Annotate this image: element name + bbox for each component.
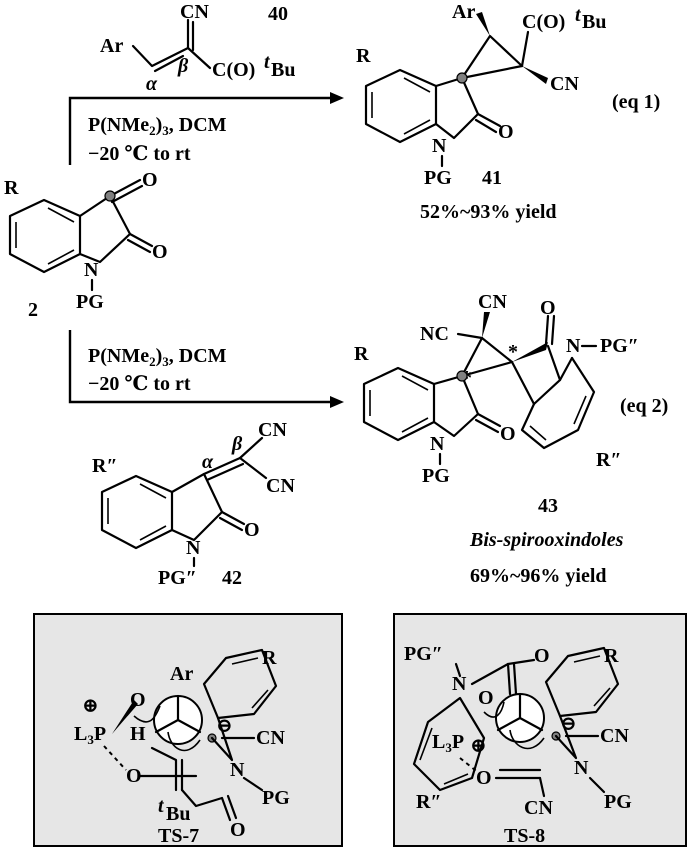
- compound-number-2: 2: [28, 299, 38, 321]
- atom-cn-43: CN: [478, 291, 507, 313]
- atom-cn1-ts8: CN: [600, 725, 629, 747]
- minus-ts7: ⊖: [216, 715, 233, 737]
- star-2: *: [508, 341, 518, 363]
- atom-r-41: R: [356, 45, 371, 67]
- atom-cn: CN: [180, 1, 209, 23]
- atom-ar-41: Ar: [452, 1, 475, 23]
- arrow-eq2: P(NMe2)3, DCM −20 ℃ to rt: [68, 330, 344, 408]
- label-beta-42: β: [231, 433, 243, 455]
- bis-spirooxindoles-label: Bis-spirooxindoles: [469, 529, 624, 551]
- compound-number-40: 40: [268, 3, 288, 25]
- label-alpha: α: [146, 73, 158, 95]
- atom-o-ts8: O: [534, 645, 550, 667]
- atom-l3p-ts7: L3P: [74, 723, 106, 747]
- atom-cn1-42: CN: [258, 419, 287, 441]
- atom-r1-43: R: [354, 343, 369, 365]
- atom-n-42: N: [186, 537, 201, 559]
- ts7-label: TS-7: [158, 825, 199, 847]
- atom-c-o-41: C(O): [522, 11, 565, 33]
- conditions-1: P(NMe2)3, DCM: [88, 114, 227, 138]
- atom-t-ts7: t: [158, 795, 165, 817]
- compound-2: O O N PG R 2: [4, 169, 168, 321]
- atom-cn-41: CN: [550, 73, 579, 95]
- atom-r2-43: R″: [596, 449, 622, 471]
- label-alpha-42: α: [202, 451, 214, 473]
- atom-o3-ts8: O: [476, 767, 492, 789]
- atom-r-ts7: R: [262, 647, 277, 669]
- atom-o2-ts8: O: [478, 687, 494, 709]
- atom-r-42: R″: [92, 455, 118, 477]
- plus-ts7: ⊕: [82, 695, 99, 717]
- atom-bu: Bu: [271, 59, 295, 81]
- conditions-2: P(NMe2)3, DCM: [88, 345, 227, 369]
- atom-o2-43: O: [540, 297, 556, 319]
- atom-o-41: O: [498, 121, 514, 143]
- atom-r-ts8: R: [604, 645, 619, 667]
- atom-o3-ts7: O: [126, 765, 142, 787]
- atom-cn-ts7: CN: [256, 727, 285, 749]
- eq1-label: (eq 1): [612, 91, 660, 113]
- atom-rpp-ts8: R″: [416, 791, 442, 813]
- temperature-2: −20 ℃ to rt: [88, 373, 191, 395]
- atom-pg-ts8: PG″: [404, 643, 443, 665]
- atom-o4-ts7: O: [230, 819, 246, 841]
- atom-o2-2: O: [152, 241, 168, 263]
- compound-40: Ar CN C(O) t Bu α β 40: [100, 1, 295, 95]
- compound-number-43: 43: [538, 495, 558, 517]
- atom-o1-43: O: [500, 423, 516, 445]
- atom-n1-43: N: [430, 433, 445, 455]
- atom-cn2-ts8: CN: [524, 797, 553, 819]
- compound-number-42: 42: [222, 567, 242, 589]
- atom-pg-2: PG: [76, 291, 104, 313]
- atom-n-ts8: N: [452, 673, 467, 695]
- ts7-panel: R Ar O H L3P ⊕ O ⊖ N CN PG O t Bu TS-7: [33, 613, 343, 847]
- label-beta: β: [177, 55, 189, 77]
- atom-n2-ts8: N: [574, 757, 589, 779]
- atom-nc-43: NC: [420, 323, 449, 345]
- eq2-label: (eq 2): [620, 395, 668, 417]
- atom-n-2: N: [84, 259, 99, 281]
- compound-42: CN CN O N PG″ R″ α β 42: [92, 419, 295, 589]
- yield-43: 69%~96% yield: [470, 565, 607, 587]
- atom-r-2: R: [4, 177, 19, 199]
- atom-n-ts7: N: [230, 759, 245, 781]
- atom-pg1-43: PG: [422, 465, 450, 487]
- arrow-eq1: P(NMe2)3, DCM −20 ℃ to rt: [68, 92, 344, 165]
- atom-t: t: [264, 51, 271, 73]
- compound-41: N O PG Ar C(O) t Bu CN R 41 52%~93% yiel…: [356, 1, 606, 223]
- temperature-1: −20 ℃ to rt: [88, 143, 191, 165]
- atom-l3p-ts8: L3P: [432, 731, 464, 755]
- atom-pg2-ts8: PG: [604, 791, 632, 813]
- atom-o1-2: O: [142, 169, 158, 191]
- atom-n-41: N: [432, 135, 447, 157]
- atom-o-42: O: [244, 519, 260, 541]
- ts8-panel: R PG″ N O O L3P ⊕ O R″ ⊖ N CN CN PG TS-: [393, 613, 687, 847]
- atom-pg-ts7: PG: [262, 787, 290, 809]
- atom-cn2-42: CN: [266, 475, 295, 497]
- atom-pg2-43: PG″: [600, 335, 639, 357]
- atom-c-o: C(O): [212, 59, 255, 81]
- compound-43: N O PG R CN NC * * O N PG″ R″ 43 Bis-spi…: [354, 291, 639, 587]
- yield-41: 52%~93% yield: [420, 201, 557, 223]
- atom-h-ts7: H: [130, 723, 146, 745]
- atom-ar: Ar: [100, 35, 123, 57]
- atom-t-41: t: [575, 4, 582, 26]
- atom-bu-ts7: Bu: [166, 803, 190, 825]
- atom-bu-41: Bu: [582, 11, 606, 33]
- atom-pg-41: PG: [424, 167, 452, 189]
- atom-ar-ts7: Ar: [170, 663, 193, 685]
- plus-ts8: ⊕: [470, 735, 487, 757]
- ts8-label: TS-8: [504, 825, 545, 847]
- compound-number-41: 41: [482, 167, 502, 189]
- atom-n2-43: N: [566, 335, 581, 357]
- atom-pg-42: PG″: [158, 567, 197, 589]
